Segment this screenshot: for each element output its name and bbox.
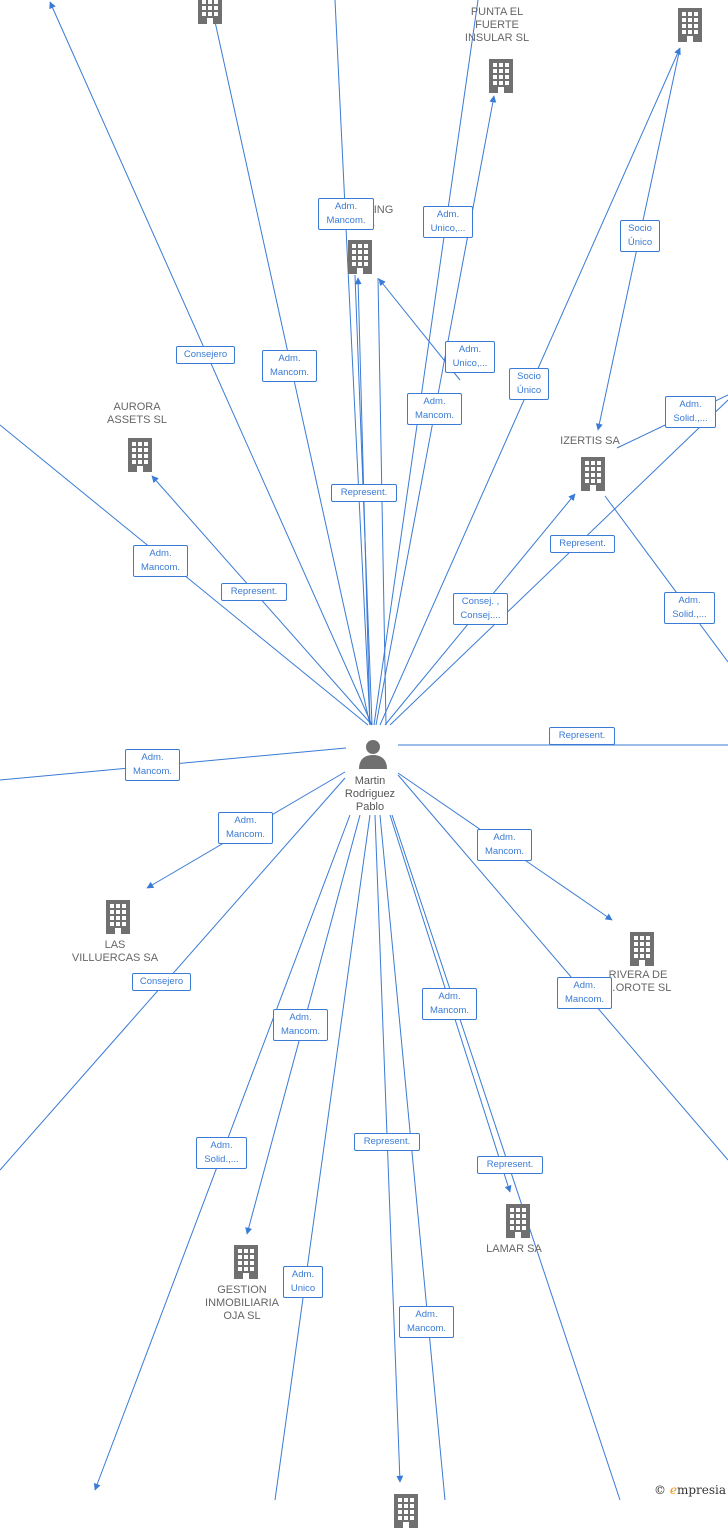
relation-label[interactable]: Adm. Mancom.: [399, 1306, 454, 1338]
company-node-consulting[interactable]: [344, 238, 376, 279]
relation-label[interactable]: Adm. Mancom.: [422, 988, 477, 1020]
building-icon: [502, 1204, 534, 1242]
edge-line: [604, 495, 728, 663]
relation-label[interactable]: Represent.: [221, 583, 287, 601]
company-node-bottom[interactable]: [390, 1492, 422, 1533]
edge-line: [334, 0, 371, 726]
building-icon: [626, 932, 658, 970]
building-icon: [124, 438, 156, 476]
person-icon: [359, 740, 387, 769]
company-node-villuercas[interactable]: [102, 898, 134, 939]
relation-label[interactable]: Consej. , Consej....: [453, 593, 508, 625]
building-icon: [485, 59, 517, 97]
relation-label[interactable]: Adm. Unico,...: [445, 341, 495, 373]
relation-label[interactable]: Represent.: [550, 535, 615, 553]
relation-label[interactable]: Adm. Mancom.: [125, 749, 180, 781]
company-label-punta[interactable]: PUNTA EL FUERTE INSULAR SL: [464, 6, 530, 44]
relation-label[interactable]: Socio Único: [509, 368, 549, 400]
copyright-icon: ©: [654, 1483, 666, 1497]
relation-label[interactable]: Adm. Mancom.: [218, 812, 273, 844]
relation-label[interactable]: Consejero: [132, 973, 191, 991]
company-label-rivera[interactable]: RIVERA DE …OROTE SL: [604, 969, 672, 994]
relation-label[interactable]: Adm. Solid.,...: [665, 396, 716, 428]
edge-line: [379, 814, 446, 1500]
relation-label[interactable]: Adm. Unico,...: [423, 206, 473, 238]
relation-label[interactable]: Adm. Mancom.: [273, 1009, 328, 1041]
person-name[interactable]: Martin Rodriguez Pablo: [344, 775, 396, 813]
company-node-top_left[interactable]: [194, 0, 226, 29]
company-node-izertis[interactable]: [577, 455, 609, 496]
building-icon: [577, 457, 609, 495]
relation-label[interactable]: Adm. Unico: [283, 1266, 323, 1298]
relation-label[interactable]: Represent.: [331, 484, 397, 502]
company-label-lamar[interactable]: LAMAR SA: [486, 1243, 542, 1255]
company-label-aurora[interactable]: AURORA ASSETS SL: [107, 401, 167, 426]
building-icon: [102, 900, 134, 938]
empresia-logo-initial: e: [669, 1483, 677, 1497]
relation-label[interactable]: Adm. Mancom.: [477, 829, 532, 861]
person-node[interactable]: [355, 737, 391, 773]
relation-label[interactable]: Consejero: [176, 346, 235, 364]
relation-label[interactable]: Represent.: [354, 1133, 420, 1151]
company-label-izertis[interactable]: IZERTIS SA: [560, 435, 620, 447]
building-icon: [390, 1494, 422, 1532]
building-icon: [194, 0, 226, 28]
company-node-top_right[interactable]: [674, 6, 706, 47]
company-node-lamar[interactable]: [502, 1202, 534, 1243]
company-node-aurora[interactable]: [124, 436, 156, 477]
company-label-gestion[interactable]: GESTION INMOBILIARIA OJA SL: [205, 1284, 279, 1322]
company-node-rivera[interactable]: [626, 930, 658, 971]
relation-label[interactable]: Represent.: [549, 727, 615, 745]
building-icon: [674, 8, 706, 46]
company-label-villuercas[interactable]: LAS VILLUERCAS SA: [71, 939, 159, 964]
building-icon: [344, 240, 376, 278]
relation-label[interactable]: Adm. Mancom.: [407, 393, 462, 425]
relation-label[interactable]: Socio Único: [620, 220, 660, 252]
empresia-watermark: © empresia: [654, 1483, 726, 1497]
empresia-logo-text: mpresia: [676, 1483, 726, 1497]
relation-label[interactable]: Adm. Solid.,...: [664, 592, 715, 624]
relation-label[interactable]: Represent.: [477, 1156, 543, 1174]
relation-label[interactable]: Adm. Mancom.: [262, 350, 317, 382]
company-node-punta[interactable]: [485, 57, 517, 98]
company-node-gestion[interactable]: [230, 1243, 262, 1284]
relation-label[interactable]: Adm. Solid.,...: [196, 1137, 247, 1169]
edge-line: [397, 774, 728, 1161]
edge-line: [373, 0, 479, 726]
building-icon: [230, 1245, 262, 1283]
relation-label[interactable]: Adm. Mancom.: [318, 198, 374, 230]
edge-line: [389, 399, 728, 726]
relation-label[interactable]: Adm. Mancom.: [133, 545, 188, 577]
edge-line: [274, 814, 371, 1500]
relation-label[interactable]: Adm. Mancom.: [557, 977, 612, 1009]
